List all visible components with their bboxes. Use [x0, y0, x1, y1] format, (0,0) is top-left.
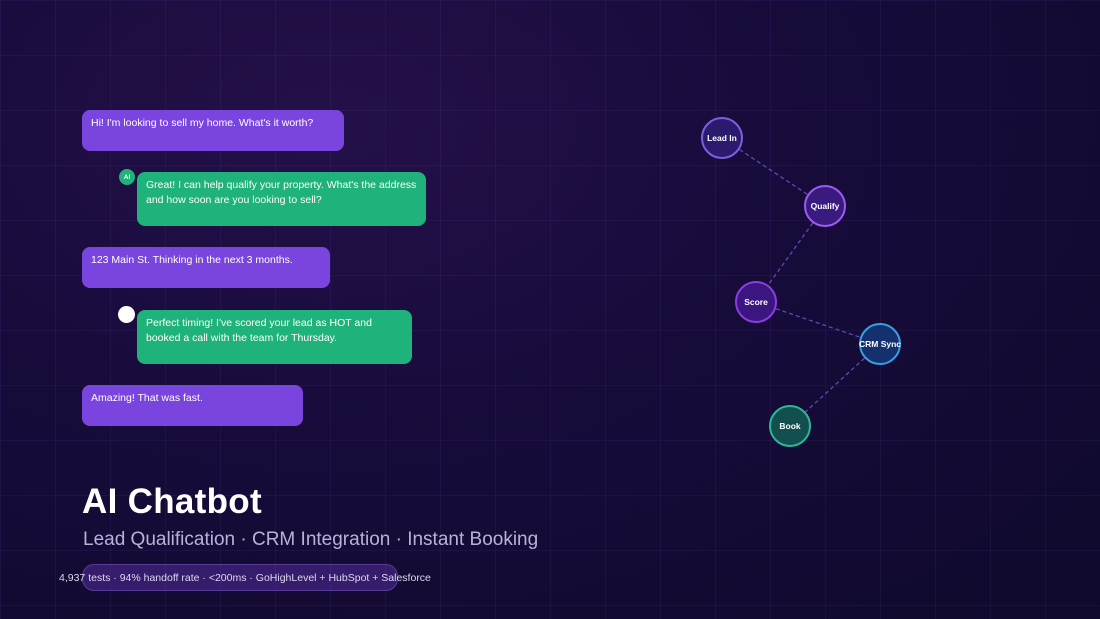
flow-node-circle	[735, 281, 777, 323]
flow-node-label: Score	[744, 297, 768, 307]
page-subtitle: Lead Qualification · CRM Integration · I…	[83, 529, 539, 550]
chat-message-user: Amazing! That was fast.	[82, 385, 303, 426]
typing-avatar-icon	[118, 306, 135, 323]
flow-node-crm-sync: CRM Sync	[859, 323, 901, 365]
flow-node-circle	[804, 185, 846, 227]
stats-badge	[82, 564, 398, 591]
flow-node-score: Score	[735, 281, 777, 323]
flow-node-label: Qualify	[811, 201, 840, 211]
flow-node-book: Book	[769, 405, 811, 447]
flow-node-circle	[701, 117, 743, 159]
ai-avatar-icon: AI	[119, 169, 135, 185]
flow-node-lead-in: Lead In	[701, 117, 743, 159]
flow-node-label: Book	[779, 421, 801, 431]
chat-message-bot: Great! I can help qualify your property.…	[137, 172, 426, 226]
chat-message-bot: Perfect timing! I've scored your lead as…	[137, 310, 412, 364]
flow-node-label: CRM Sync	[859, 339, 901, 349]
flow-node-qualify: Qualify	[804, 185, 846, 227]
page-title: AI Chatbot	[82, 482, 262, 521]
chat-message-user: Hi! I'm looking to sell my home. What's …	[82, 110, 344, 151]
flow-node-circle	[769, 405, 811, 447]
stats-text: 4,937 tests · 94% handoff rate · <200ms …	[59, 572, 431, 584]
flow-node-label: Lead In	[707, 133, 737, 143]
flow-node-circle	[859, 323, 901, 365]
flow-edge	[755, 301, 881, 345]
chat-message-user: 123 Main St. Thinking in the next 3 mont…	[82, 247, 330, 288]
flow-edges	[721, 137, 881, 427]
